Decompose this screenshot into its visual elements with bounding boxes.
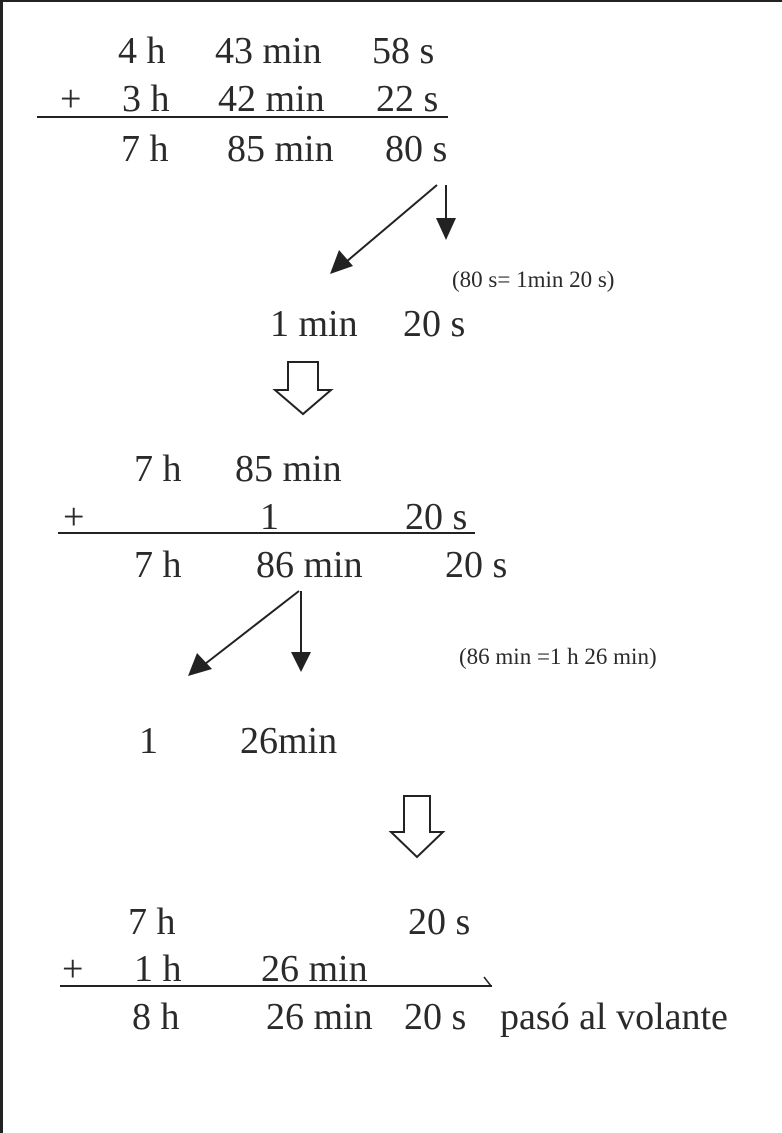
b1-plus-sign: +	[60, 78, 82, 120]
b3-result-seconds: 20 s	[404, 996, 467, 1038]
b1-row1-minutes: 43 min	[215, 30, 322, 72]
conversion1-minutes: 1 min	[270, 303, 358, 345]
down-arrow-1-head	[436, 218, 456, 240]
b3-row1-seconds: 20 s	[408, 901, 471, 943]
b3-result-label: pasó al volante	[500, 996, 728, 1038]
b1-result-minutes: 85 min	[227, 128, 334, 170]
b2-plus-sign: +	[63, 496, 85, 538]
b1-row2-seconds: 22 s	[376, 78, 439, 120]
diagonal-arrow-1-head	[330, 250, 353, 274]
conversion1-seconds: 20 s	[403, 303, 466, 345]
b1-result-hours: 7 h	[121, 128, 169, 170]
conversion2-hours: 1	[139, 720, 158, 762]
b3-row1-hours: 7 h	[128, 901, 176, 943]
b2-result-minutes: 86 min	[256, 544, 363, 586]
b3-plus-sign: +	[62, 948, 84, 990]
conversion2-minutes: 26min	[240, 720, 338, 762]
b2-row2-seconds: 20 s	[405, 496, 468, 538]
down-arrow-2-head	[291, 652, 311, 672]
b2-row1-hours: 7 h	[134, 448, 182, 490]
b1-sum-line	[37, 116, 448, 118]
b3-row2-minutes: 26 min	[261, 948, 368, 990]
b2-sum-line	[58, 532, 475, 534]
conversion2-note: (86 min =1 h 26 min)	[459, 644, 657, 669]
b1-row2-minutes: 42 min	[218, 78, 325, 120]
sum-line-tick	[483, 976, 492, 987]
diagonal-arrow-2-head	[188, 653, 212, 676]
diagonal-arrow-1-shaft	[345, 184, 438, 263]
b1-row1-hours: 4 h	[118, 30, 166, 72]
b2-row2-minutes: 1	[260, 496, 279, 538]
b1-result-seconds: 80 s	[385, 128, 448, 170]
conversion1-note: (80 s= 1min 20 s)	[452, 267, 615, 292]
diagonal-arrow-2-shaft	[204, 590, 300, 665]
b3-row2-hours: 1 h	[134, 948, 182, 990]
b1-row1-seconds: 58 s	[372, 30, 435, 72]
b2-row1-minutes: 85 min	[235, 448, 342, 490]
hollow-down-arrow-2	[388, 795, 446, 859]
hollow-down-arrow-1	[272, 361, 334, 416]
b3-result-minutes: 26 min	[266, 996, 373, 1038]
b1-row2-hours: 3 h	[122, 78, 170, 120]
b3-result-hours: 8 h	[132, 996, 180, 1038]
b3-sum-line	[60, 985, 492, 987]
b2-result-seconds: 20 s	[445, 544, 508, 586]
b2-result-hours: 7 h	[134, 544, 182, 586]
